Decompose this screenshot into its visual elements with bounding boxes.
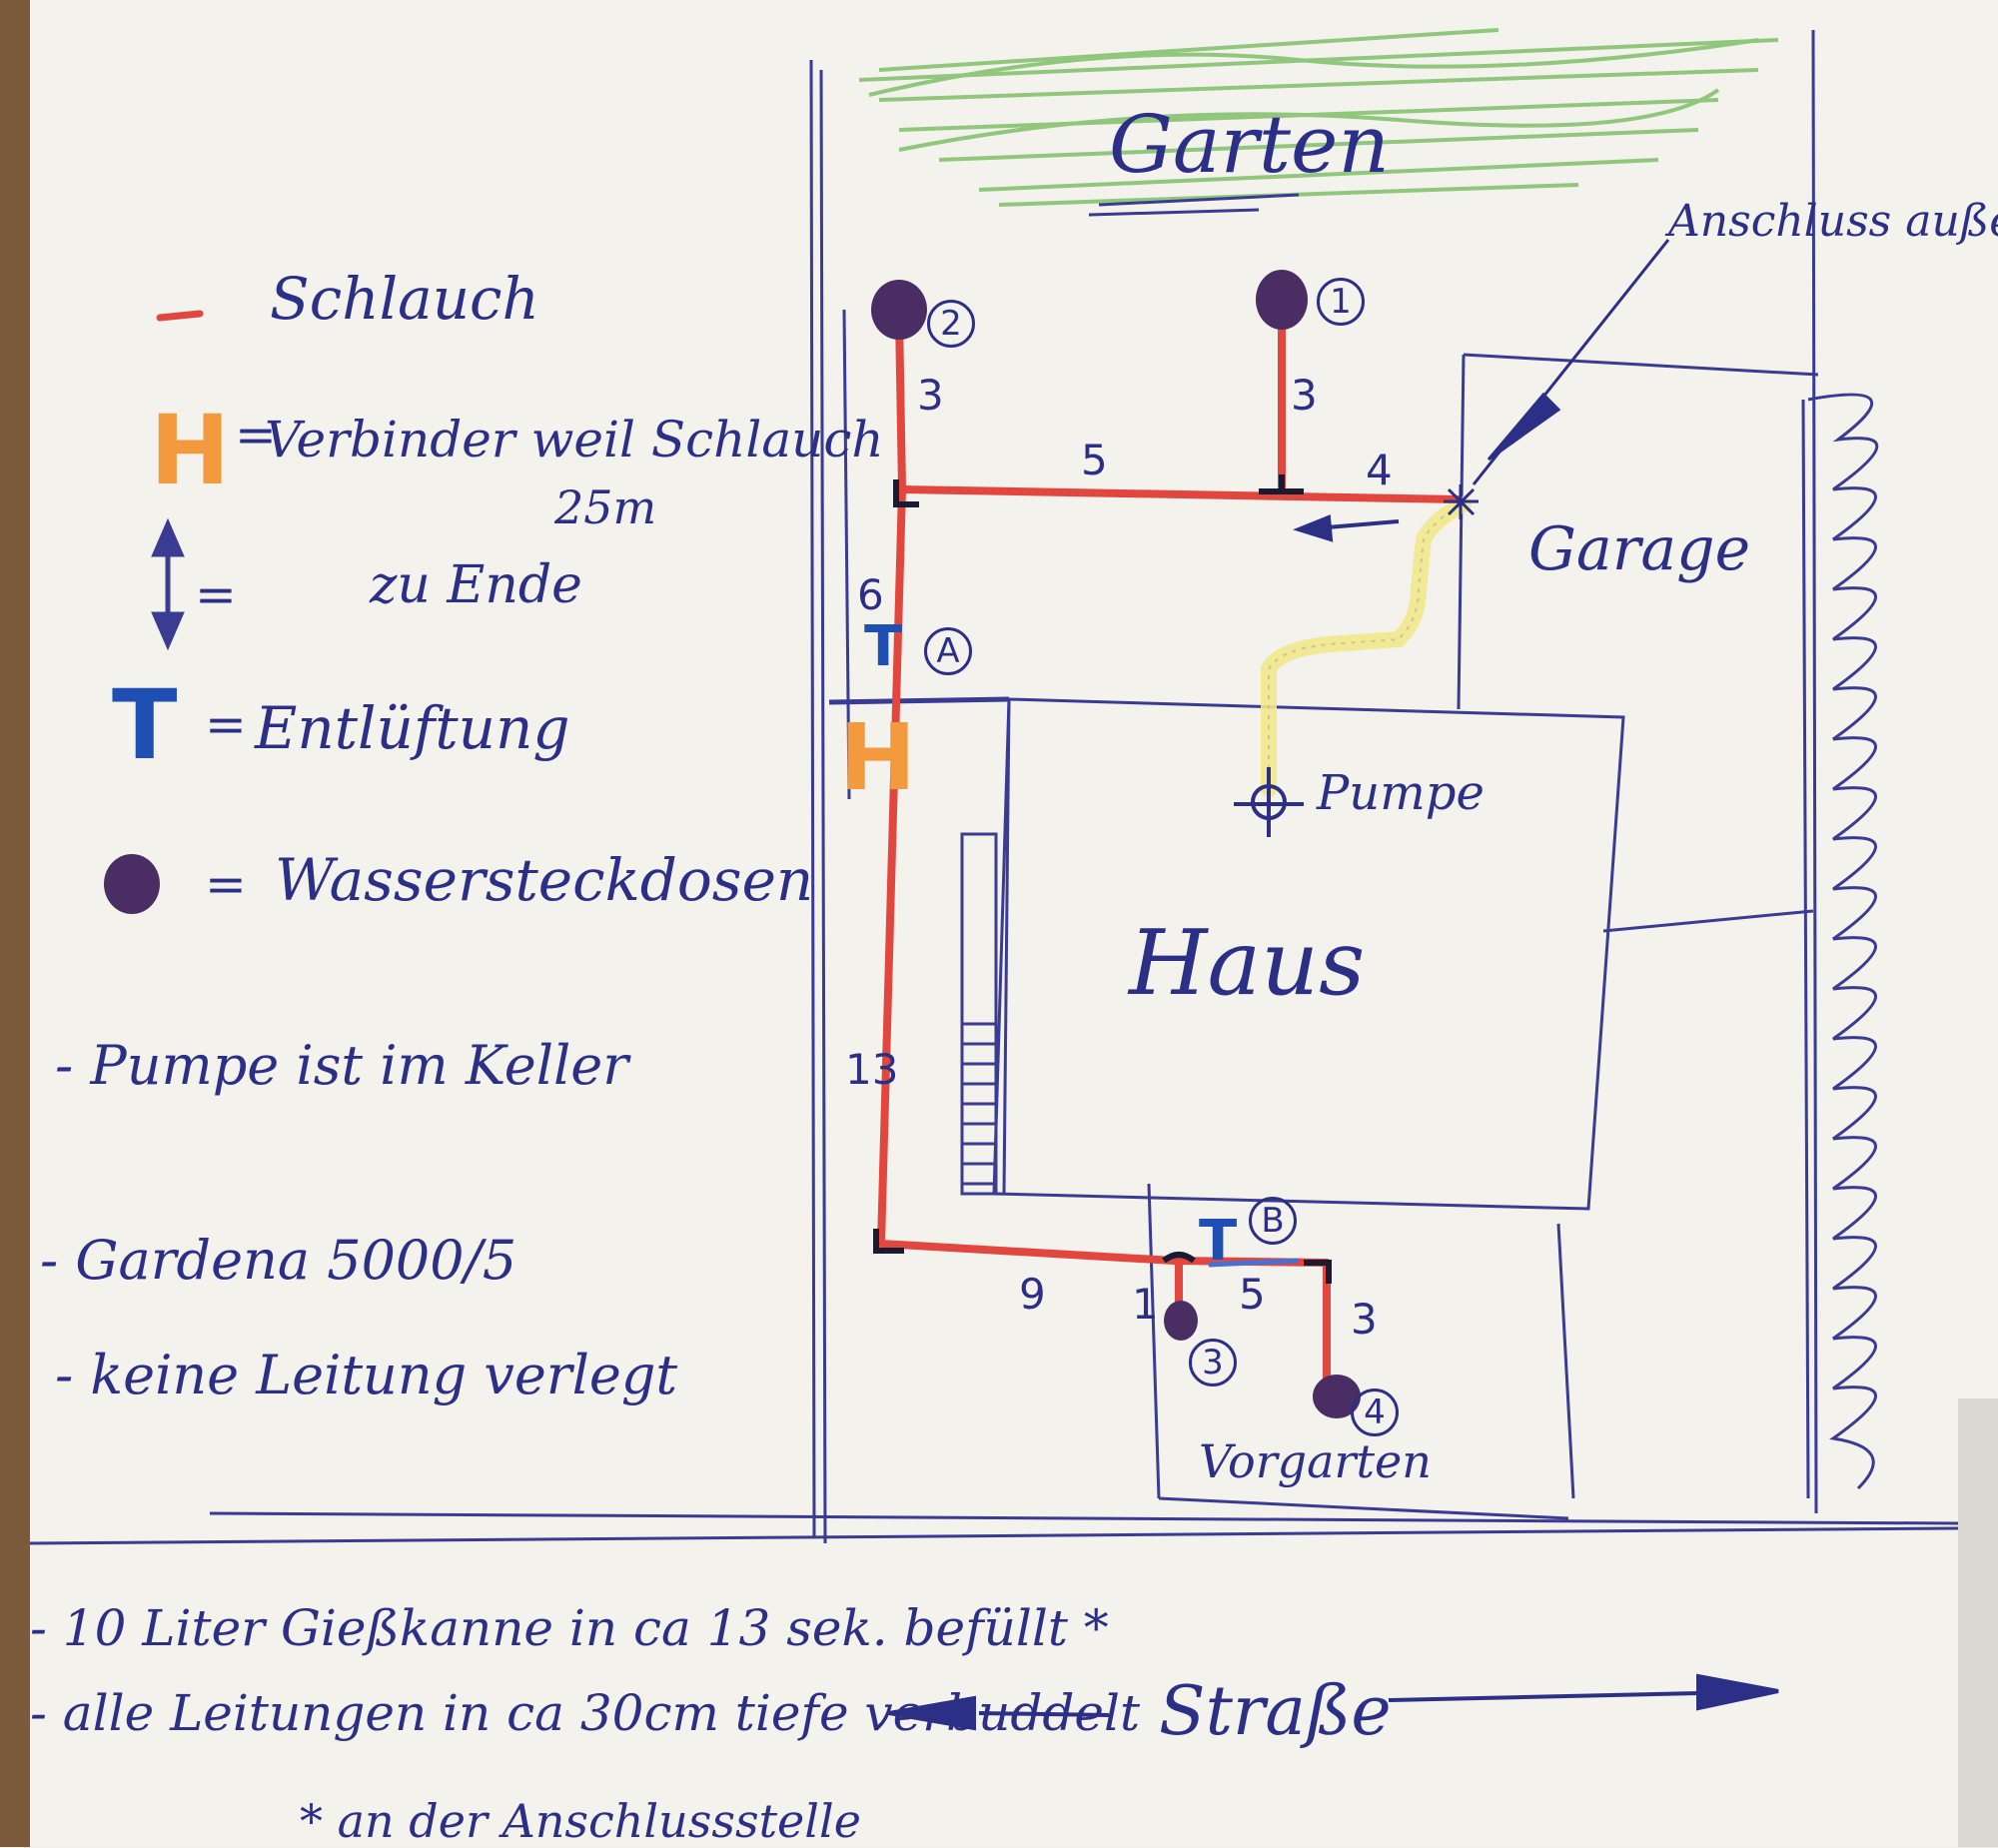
segment-label: 3 [1351,1295,1378,1344]
legend-connector-label: Verbinder weil Schlauch [265,411,884,468]
label-garage: Garage [1528,514,1751,584]
segment-label: 3 [917,371,944,420]
note-footnote: * an der Anschlussstelle [300,1794,861,1848]
connector-icon: H [839,704,916,811]
point-4-label: 4 [1351,1388,1399,1436]
neighbour-hatching [1801,393,1879,1499]
segment-label: 5 [1239,1270,1266,1319]
house-outline [992,697,1625,1211]
segment-label: 13 [845,1045,899,1094]
legend-arrow-icon [151,517,185,651]
note-pump-location: - Pumpe ist im Keller [55,1034,629,1097]
note-no-line: - keine Leitung verlegt [55,1344,678,1406]
label-garden: Garten [1109,98,1390,191]
property-lines [29,29,1959,1545]
socket-1-icon [1256,270,1308,330]
legend-arrow-label: zu Ende [370,555,582,615]
label-street: Straße [1159,1672,1392,1751]
legend-socket-icon [104,854,160,914]
legend-eq-4: = [205,855,247,913]
junctions [873,474,1332,1284]
socket-2-icon [871,280,927,340]
segment-label: 6 [857,570,884,619]
segment-label: 4 [1366,446,1393,494]
label-front-garden: Vorgarten [1199,1434,1432,1488]
legend-vent-label: Entlüftung [255,694,570,762]
garage-outline [1457,353,1819,710]
hose-network [877,314,1463,1392]
street-arrows [888,1673,1779,1731]
legend-eq-1: = [235,406,277,463]
connection-star-icon [1444,484,1479,519]
point-3-label: 3 [1189,1339,1237,1386]
table-edge [0,0,30,1847]
grass-scribble [858,28,1779,207]
pointer-arrow-icon [1472,239,1670,485]
note-fill-time: - 10 Liter Gießkanne in ca 13 sek. befül… [30,1599,1109,1657]
segment-label: 3 [1291,371,1318,420]
socket-4-icon [1313,1375,1361,1418]
note-depth: - alle Leitungen in ca 30cm tiefe verbud… [30,1684,1141,1742]
legend-hose-icon [156,310,204,322]
segment-label: 1 [1132,1280,1159,1329]
water-sockets [871,270,1361,1418]
socket-3-icon [1164,1301,1198,1341]
point-2-label: 2 [927,300,975,348]
point-1-label: 1 [1317,278,1365,326]
flow-arrow-icon [1293,514,1400,542]
vent-a-icon: T [864,614,903,679]
label-house: Haus [1129,911,1366,1016]
legend-eq-3: = [205,695,247,753]
legend-eq-2: = [195,565,237,623]
segment-label: 5 [1081,436,1108,484]
front-garden-outline [1147,1183,1575,1520]
legend-vent-icon: T [112,669,178,781]
point-a-label: A [924,627,972,675]
stairs [960,832,998,1196]
legend-connector-length: 25m [554,480,657,534]
legend-socket-label: Wassersteckdosen [275,846,814,914]
legend-hose-label: Schlauch [270,265,539,333]
label-pump: Pumpe [1317,765,1485,821]
segment-label: 9 [1019,1270,1046,1319]
point-b-label: B [1249,1197,1297,1245]
label-outside-connection: Anschluss außen [1668,196,1998,247]
pump-icon [1234,767,1304,837]
vent-b-icon: T [1199,1209,1238,1274]
note-pump-model: - Gardena 5000/5 [40,1229,517,1292]
legend-connector-icon: H [150,395,231,506]
